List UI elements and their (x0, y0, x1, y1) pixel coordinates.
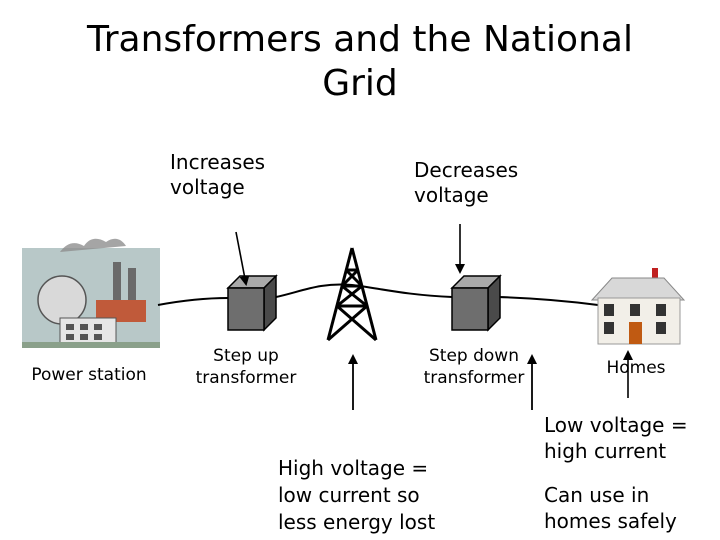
low-voltage-line-1: Low voltage = (544, 413, 688, 437)
low-voltage-line-2: high current (544, 439, 667, 463)
increases-line-1: Increases (170, 150, 266, 174)
safe-line-1: Can use in (544, 483, 650, 507)
safe-line-2: homes safely (544, 509, 677, 533)
increases-line-2: voltage (170, 175, 245, 199)
power-cable (157, 283, 599, 306)
dome-icon (37, 275, 87, 325)
power-station-label: Power station (31, 365, 147, 385)
homes-label: Homes (606, 358, 666, 378)
decreases-line-1: Decreases (414, 158, 519, 182)
power-station-illustration (22, 238, 160, 348)
decreases-line-2: voltage (414, 183, 489, 207)
increases-voltage-label: Increases voltage (170, 150, 265, 200)
house-illustration (590, 268, 686, 345)
station-sign (96, 300, 146, 322)
step-up-line-2: transformer (195, 368, 297, 388)
title-line-1: Transformers and the National (87, 19, 633, 60)
step-down-label: Step down transformer (402, 345, 546, 389)
arrow-to-step-up (235, 231, 250, 286)
title-line-2: Grid (322, 63, 398, 104)
decreases-voltage-label: Decreases voltage (414, 158, 518, 208)
high-voltage-line-2: low current so (278, 483, 420, 507)
step-down-line-2: transformer (423, 368, 525, 388)
door-icon (629, 322, 642, 344)
step-up-transformer-icon (226, 274, 278, 332)
pylon-icon (326, 247, 378, 342)
high-voltage-line-1: High voltage = (278, 456, 429, 480)
page-title: Transformers and the National Grid (0, 18, 720, 106)
step-down-line-1: Step down (429, 346, 519, 366)
step-down-transformer-icon (450, 274, 502, 332)
step-up-label: Step up transformer (176, 345, 316, 389)
high-voltage-note: High voltage = low current so less energ… (278, 455, 435, 536)
high-voltage-line-3: less energy lost (278, 510, 436, 534)
station-building (59, 317, 117, 347)
chimney-2 (128, 268, 136, 310)
chimney-1 (113, 262, 121, 310)
step-up-line-1: Step up (213, 346, 279, 366)
safe-use-note: Can use in homes safely (544, 482, 677, 534)
smoke-icon (60, 238, 126, 252)
low-voltage-note: Low voltage = high current (544, 412, 688, 464)
